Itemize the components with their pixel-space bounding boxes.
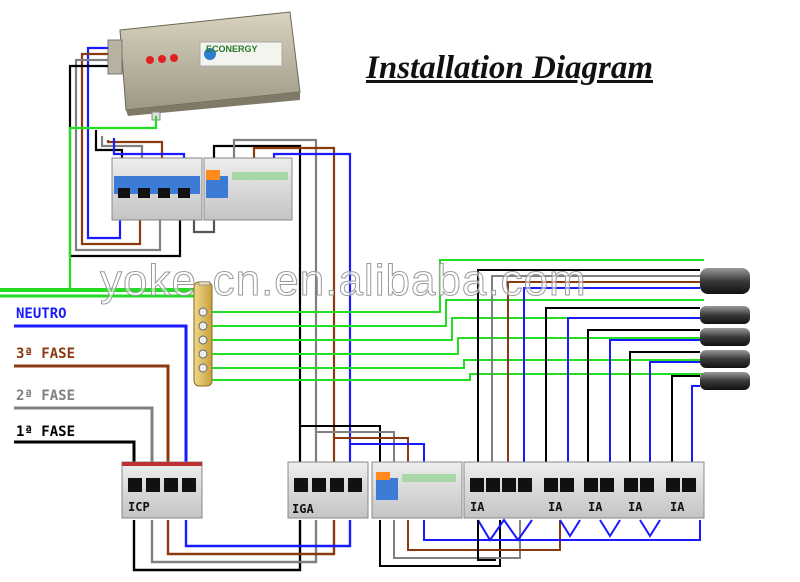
ia-label: IA (670, 500, 685, 514)
diagram-title: Installation Diagram (366, 50, 653, 86)
upper-breaker-block (111, 157, 293, 221)
label-1a-fase: 1ª FASE (16, 424, 76, 440)
ia-label: IA (628, 500, 643, 514)
supply-wiring (14, 324, 188, 466)
label-neutro: NEUTRO (16, 306, 67, 322)
iga-breaker (287, 461, 369, 519)
icp-iga-wiring (132, 520, 352, 572)
label-2a-fase: 2ª FASE (16, 388, 76, 404)
conduit (700, 268, 750, 294)
iga-label: IGA (292, 502, 314, 516)
conduit (700, 350, 750, 368)
conduit (700, 306, 750, 324)
device-wiring (68, 46, 352, 470)
icp-label: ICP (128, 500, 150, 514)
rcd-ia-wiring (379, 518, 701, 567)
ia-label: IA (588, 500, 603, 514)
ia-label: IA (548, 500, 563, 514)
watermark: yoke-cn.en.alibaba.com (100, 256, 587, 306)
indicator-led (158, 55, 166, 63)
ia-label: IA (470, 500, 485, 514)
label-3a-fase: 3ª FASE (16, 346, 76, 362)
rcd-breaker (371, 461, 463, 519)
device-brand-label: ECONERGY (206, 44, 258, 54)
conduit (700, 372, 750, 390)
circuit-wiring (477, 269, 700, 466)
indicator-led (170, 54, 178, 62)
iga-rcd-wiring (299, 425, 425, 470)
conduit-group (700, 268, 750, 390)
earth-busbar (193, 281, 213, 387)
indicator-led (146, 56, 154, 64)
device-terminal-block (107, 39, 123, 75)
ia-breaker-group (463, 461, 705, 519)
globe-icon (204, 48, 216, 60)
energy-saver-device (107, 11, 301, 121)
icp-breaker (121, 461, 203, 519)
conduit (700, 328, 750, 346)
